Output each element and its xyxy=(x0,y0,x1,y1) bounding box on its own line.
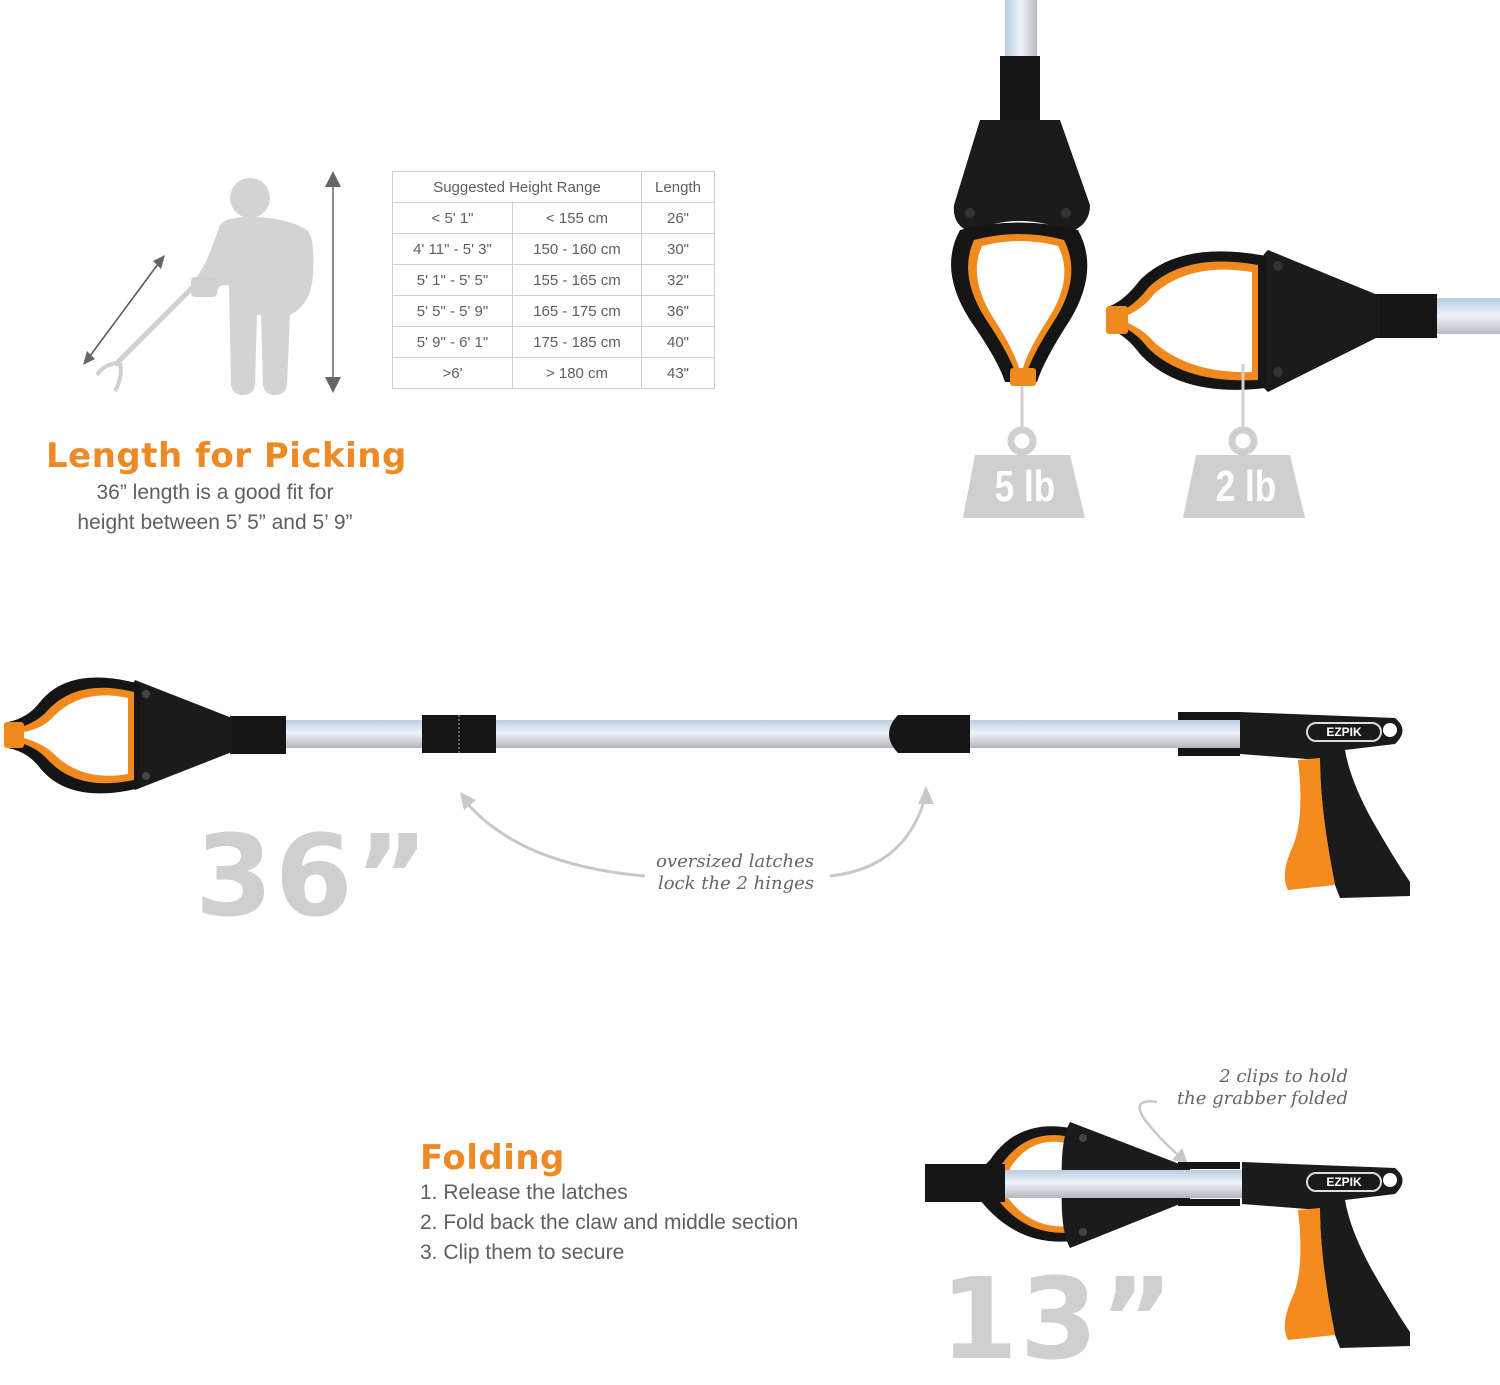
latch-arrows-icon xyxy=(450,780,950,890)
latch-note: oversized latches lock the 2 hinges xyxy=(600,851,814,895)
cell-height-imperial: 5' 1" - 5' 5" xyxy=(392,264,513,296)
cell-height-imperial: 5' 5" - 5' 9" xyxy=(392,295,513,327)
clips-note-line-1: 2 clips to hold xyxy=(1219,1066,1348,1087)
cell-length: 30" xyxy=(641,233,715,265)
folded-length-label: 13” xyxy=(940,1255,1176,1385)
cell-height-metric: 155 - 165 cm xyxy=(512,264,642,296)
cell-length: 32" xyxy=(641,264,715,296)
cell-length: 40" xyxy=(641,326,715,358)
size-guide-table: Suggested Height Range Length < 5' 1" < … xyxy=(392,171,715,389)
folding-step: 3. Clip them to secure xyxy=(420,1241,625,1264)
cell-length: 36" xyxy=(641,295,715,327)
brand-logo-folded: EZPIK xyxy=(1306,1172,1382,1192)
table-header-row: Suggested Height Range Length xyxy=(392,171,715,203)
cell-height-metric: 165 - 175 cm xyxy=(512,295,642,327)
latch-note-line-2: lock the 2 hinges xyxy=(657,873,814,894)
claw-grip-illustration xyxy=(940,0,1500,530)
clips-note: 2 clips to hold the grabber folded xyxy=(1120,1066,1348,1110)
extended-grabber-illustration xyxy=(0,660,1500,910)
folded-grabber-illustration xyxy=(920,1090,1420,1369)
cell-height-metric: 150 - 160 cm xyxy=(512,233,642,265)
cell-height-metric: 175 - 185 cm xyxy=(512,326,642,358)
folding-steps: 1. Release the latches 2. Fold back the … xyxy=(420,1178,798,1268)
cell-height-metric: > 180 cm xyxy=(512,357,642,389)
latch-note-line-1: oversized latches xyxy=(656,851,814,872)
cell-length: 43" xyxy=(641,357,715,389)
table-row: < 5' 1" < 155 cm 26" xyxy=(392,202,715,234)
table-row: 5' 9" - 6' 1" 175 - 185 cm 40" xyxy=(392,326,715,358)
table-row: 4' 11" - 5' 3" 150 - 160 cm 30" xyxy=(392,233,715,265)
header-length: Length xyxy=(641,171,715,203)
cell-height-imperial: 4' 11" - 5' 3" xyxy=(392,233,513,265)
cell-height-imperial: 5' 9" - 6' 1" xyxy=(392,326,513,358)
table-row: >6' > 180 cm 43" xyxy=(392,357,715,389)
length-caption: 36” length is a good fit for height betw… xyxy=(40,478,390,538)
extended-length-label: 36” xyxy=(195,812,431,942)
table-row: 5' 1" - 5' 5" 155 - 165 cm 32" xyxy=(392,264,715,296)
folding-step: 2. Fold back the claw and middle section xyxy=(420,1211,799,1234)
clips-note-line-2: the grabber folded xyxy=(1176,1088,1348,1109)
person-with-grabber-icon xyxy=(75,165,355,400)
cell-height-metric: < 155 cm xyxy=(512,202,642,234)
cell-height-imperial: >6' xyxy=(392,357,513,389)
cell-length: 26" xyxy=(641,202,715,234)
brand-logo: EZPIK xyxy=(1306,722,1382,742)
weight-label-vertical: 5 lb xyxy=(994,462,1056,511)
weight-label-horizontal: 2 lb xyxy=(1215,462,1277,511)
folding-title: Folding xyxy=(420,1138,565,1178)
caption-line-1: 36” length is a good fit for xyxy=(96,481,334,504)
caption-line-2: height between 5’ 5” and 5’ 9” xyxy=(77,511,353,534)
cell-height-imperial: < 5' 1" xyxy=(392,202,513,234)
header-height-range: Suggested Height Range xyxy=(392,171,642,203)
table-row: 5' 5" - 5' 9" 165 - 175 cm 36" xyxy=(392,295,715,327)
length-for-picking-title: Length for Picking xyxy=(46,436,407,476)
folding-step: 1. Release the latches xyxy=(420,1181,628,1204)
